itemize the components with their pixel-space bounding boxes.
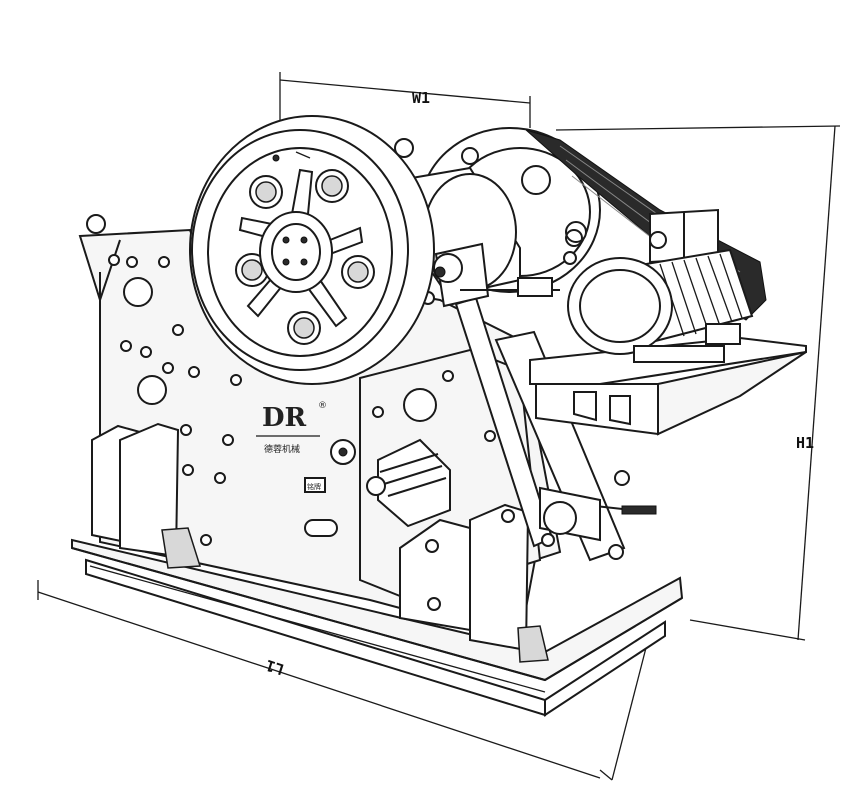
flywheel-holes bbox=[235, 169, 375, 345]
length-dimension: L1 bbox=[37, 580, 649, 781]
width-dimension: W1 bbox=[279, 72, 531, 128]
width-label: W1 bbox=[412, 89, 430, 107]
height-label: H1 bbox=[796, 434, 814, 452]
svg-text:铭牌: 铭牌 bbox=[307, 482, 321, 491]
brand-logo-mark: DR bbox=[262, 403, 307, 433]
svg-text:®: ® bbox=[318, 401, 327, 411]
lifting-lug-right bbox=[565, 229, 583, 247]
tension-rod bbox=[454, 296, 657, 562]
brand-name: 德蓉机械 bbox=[264, 443, 300, 455]
height-dimension: H1 bbox=[555, 125, 841, 641]
motor-cooling-fins bbox=[659, 253, 743, 337]
flywheel-main bbox=[189, 115, 435, 385]
front-feet bbox=[91, 422, 549, 663]
base-frame bbox=[71, 538, 684, 717]
lifting-lug-left bbox=[86, 214, 106, 234]
lifting-lug-top bbox=[394, 138, 414, 158]
length-label: L1 bbox=[264, 656, 287, 679]
brand-logo: DR ® 德蓉机械 bbox=[256, 401, 327, 455]
adjustment-block bbox=[330, 438, 451, 528]
electric-motor bbox=[567, 248, 754, 363]
motor-platform bbox=[529, 336, 807, 436]
frame-bolts bbox=[108, 254, 496, 546]
nameplate: 铭牌 bbox=[304, 477, 326, 493]
